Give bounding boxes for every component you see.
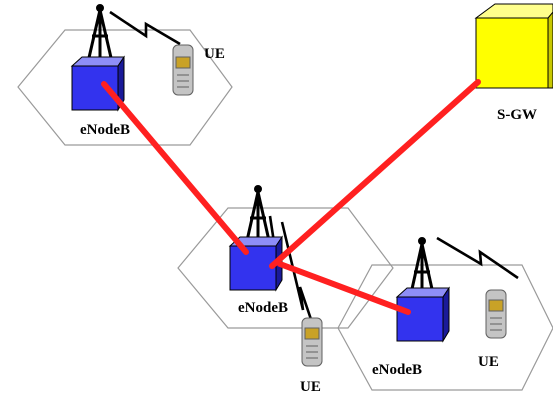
link-sgw-to-enodeb-middle: [269, 79, 481, 269]
cell-right: [337, 264, 553, 391]
ue-label-right: UE: [478, 354, 499, 370]
antenna-tower-icon: [244, 185, 272, 246]
ue-label-bottom: UE: [300, 379, 321, 395]
lightning-wave-icon: [109, 10, 181, 46]
enodeb-box-icon: [228, 235, 283, 292]
sgw-cube-icon: [474, 3, 553, 89]
ue-label-top: UE: [204, 46, 225, 62]
mobile-phone-icon: [172, 44, 194, 96]
network-links: [101, 79, 481, 315]
radio-waves: [109, 10, 519, 341]
lightning-wave-icon: [436, 236, 519, 280]
enodeb-box-icon: [395, 286, 450, 343]
enodeb-label-top: eNodeB: [80, 122, 130, 138]
cell-middle: [177, 207, 394, 329]
enodeb-label-right: eNodeB: [372, 362, 422, 378]
link-enodeb-top-to-middle: [101, 81, 249, 255]
enodeb-label-middle: eNodeB: [238, 300, 288, 316]
cell-top-left: [17, 29, 233, 146]
mobile-phone-icon: [485, 289, 507, 339]
cell-hexagons: [17, 29, 553, 391]
link-enodeb-middle-to-right: [277, 261, 411, 315]
sgw-label: S-GW: [497, 107, 537, 123]
antenna-tower-icon: [86, 4, 114, 63]
mobile-phone-icon: [301, 317, 323, 367]
